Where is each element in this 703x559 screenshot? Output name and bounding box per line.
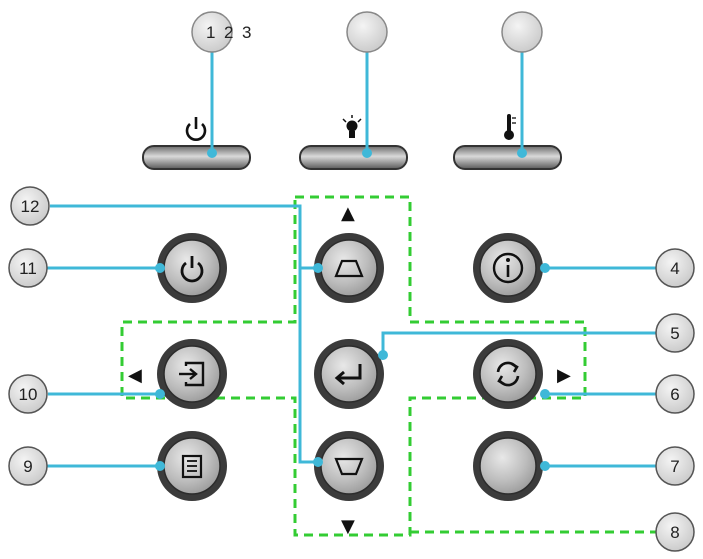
menu-icon [181,454,203,479]
callout-7-label: 7 [670,457,679,476]
power-button[interactable] [157,233,227,303]
trapezoid-up-icon [334,259,364,278]
enter-button[interactable] [314,339,384,409]
callout-11-label: 11 [19,259,37,278]
callout-11: 11 [8,248,48,288]
led-leader-lines [210,52,524,152]
led-callout-label-3: 3 [242,23,251,42]
callout-9-label: 9 [23,457,32,476]
callout-8: 8 [655,512,695,552]
source-button[interactable] [157,339,227,409]
bulb-icon [342,115,362,138]
menu-button[interactable] [157,431,227,501]
led-callout-label-2: 2 [224,23,233,42]
callout-12: 12 [10,186,50,226]
arrow-up-icon: ▲ [341,203,355,224]
callout-7: 7 [655,446,695,486]
button-leader-dots [155,263,550,471]
blank-button[interactable] [473,431,543,501]
keystone-down-button[interactable] [314,431,384,501]
led-callouts [191,11,543,53]
resync-button[interactable] [473,339,543,409]
callout-8-label: 8 [670,523,679,542]
led-callout-label-1: 1 [206,23,215,42]
callout-12-label: 12 [21,197,40,216]
led-indicators [142,145,562,170]
power-icon [185,117,207,141]
callout-4: 4 [655,248,695,288]
direction-keys-outline [120,195,587,537]
keystone-up-button[interactable] [314,233,384,303]
arrow-right-icon: ▶ [557,365,571,386]
led-leader-dots [207,148,527,158]
button-leader-lines [46,204,656,468]
resync-icon [496,361,520,387]
callout-5: 5 [655,313,695,353]
callout-4-label: 4 [670,259,679,278]
callout-10-label: 10 [19,385,38,404]
callout-5-label: 5 [670,324,679,343]
input-source-icon [179,361,205,387]
trapezoid-down-icon [334,457,364,476]
info-icon [492,252,524,284]
thermometer-icon [504,114,516,140]
callout-6-label: 6 [670,385,679,404]
arrow-down-icon: ▼ [341,516,355,537]
callout-10: 10 [8,374,48,414]
callout-6: 6 [655,374,695,414]
arrow-left-icon: ◀ [128,365,142,386]
power-icon [180,256,204,283]
enter-icon [334,364,362,386]
info-button[interactable] [473,233,543,303]
callout-9: 9 [8,446,48,486]
